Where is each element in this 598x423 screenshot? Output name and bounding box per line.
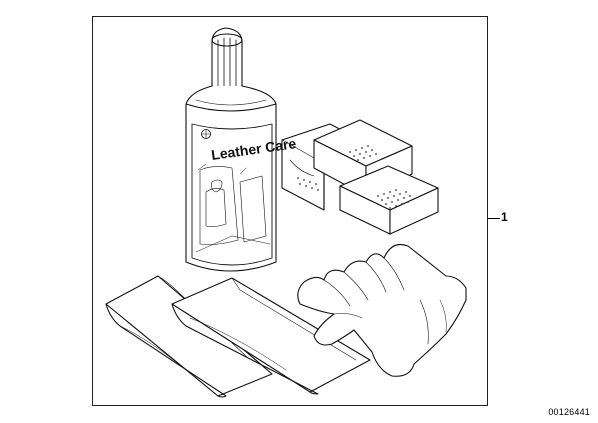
sponge-pad [339,165,439,235]
disposable-glove [297,243,467,377]
polishing-cloth [171,277,371,395]
callout-leader-line [488,218,500,219]
sponge-texture [297,145,411,209]
leather-care-bottle [185,27,277,272]
polishing-cloth [105,275,273,398]
reference-id: 00126441 [548,407,590,417]
callout-number: 1 [501,210,508,224]
diagram-frame [92,16,488,406]
